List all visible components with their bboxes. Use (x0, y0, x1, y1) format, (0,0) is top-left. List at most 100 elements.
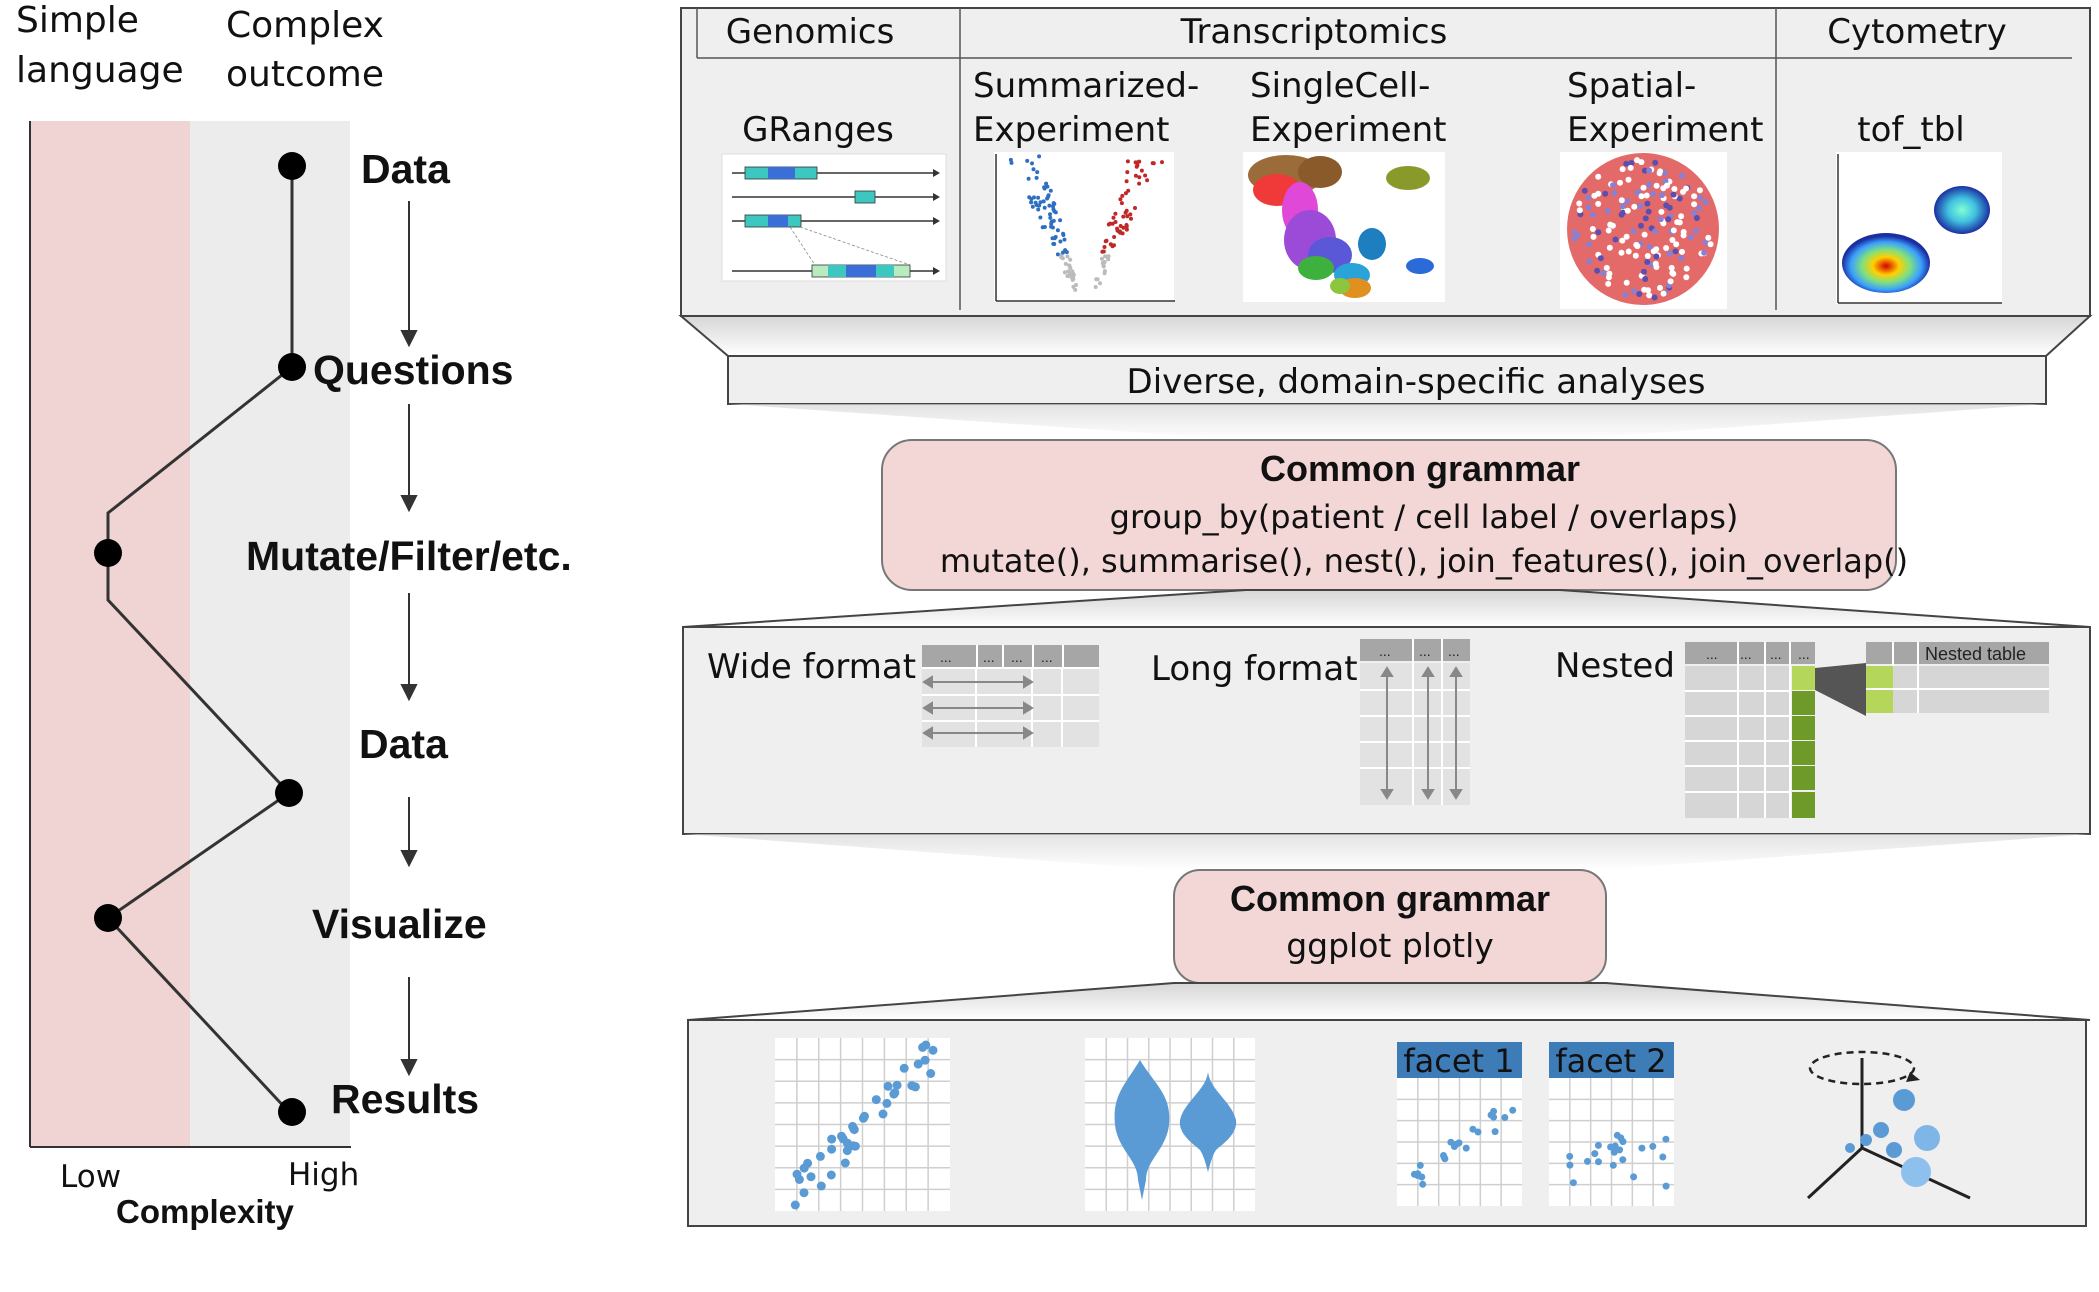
volcano-point (1120, 193, 1125, 198)
scatter-point (899, 1063, 909, 1073)
step-dot-questions (278, 353, 306, 381)
spatial-spot (1667, 278, 1674, 285)
volcano-point (1160, 160, 1164, 165)
volcano-point (1061, 231, 1066, 236)
wide-format-table: ... ... ... ... (922, 645, 1099, 747)
volcano-point (1030, 161, 1034, 166)
spatial-spot (1622, 291, 1629, 298)
scatter-point (890, 1088, 900, 1098)
spatial-spot (1642, 276, 1649, 282)
spatial-spot (1644, 253, 1651, 259)
scatter-point (871, 1095, 881, 1105)
spatial-spot (1707, 241, 1714, 248)
volcano-point (1045, 184, 1050, 189)
facet-1-point (1501, 1114, 1509, 1121)
spatial-spot (1674, 219, 1681, 226)
volcano-point (1121, 214, 1126, 219)
step-results: Results (331, 1076, 479, 1122)
spatial-spot (1701, 249, 1708, 256)
spatial-spot (1574, 232, 1581, 239)
volcano-point (1112, 235, 1117, 239)
scatter-point (878, 1109, 888, 1119)
volcano-point (1095, 277, 1100, 282)
spatial-spot (1641, 268, 1647, 275)
spatial-spot (1693, 215, 1700, 221)
volcano-point (1121, 225, 1126, 230)
grammar-1-line-1: group_by(patient / cell label / overlaps… (1110, 498, 1739, 536)
step-mutate-filter: Mutate/Filter/etc. (246, 533, 572, 579)
spatial-spot (1618, 211, 1625, 218)
spatial-spot (1645, 287, 1651, 294)
volcano-point (1033, 200, 1038, 205)
volcano-point (1063, 248, 1068, 253)
spatial-spot (1609, 222, 1616, 229)
spatial-thumbnail (1560, 152, 1727, 309)
spatial-spot (1618, 249, 1625, 256)
spatial-spot (1691, 193, 1698, 200)
nested-table: ... ... ... ... Nested table (1685, 642, 2049, 818)
facet-2-point (1619, 1138, 1627, 1146)
summarized-experiment-label: Summarized- Experiment (973, 66, 1210, 150)
facet-2-point (1649, 1142, 1657, 1150)
volcano-point (1036, 207, 1041, 212)
spatial-spot (1697, 194, 1704, 201)
volcano-point (1042, 205, 1047, 210)
spatial-spot (1660, 290, 1667, 297)
spatial-spot (1671, 186, 1678, 192)
volcano-point (1123, 210, 1128, 215)
scatter-point (892, 1080, 902, 1090)
spatial-spot (1691, 210, 1697, 217)
facet-1-point (1462, 1144, 1470, 1152)
volcano-point (1102, 260, 1107, 264)
volcano-point (1048, 188, 1053, 193)
volcano-point (1074, 283, 1078, 287)
volcano-point (1034, 175, 1039, 180)
scatter-point (848, 1141, 858, 1151)
volcano-point (1030, 204, 1035, 209)
spatial-spot (1625, 248, 1632, 255)
nested-table-header: Nested table (1925, 644, 2026, 664)
spatial-spot (1702, 199, 1709, 205)
spatial-spot (1696, 187, 1703, 194)
volcano-point (1031, 167, 1036, 172)
facet-1-point (1469, 1125, 1477, 1133)
scatter-point (837, 1131, 846, 1141)
volcano-point (1108, 242, 1113, 247)
step-dot-results (278, 1098, 306, 1126)
facet-1-point (1491, 1128, 1499, 1136)
spatial-spot (1617, 179, 1623, 186)
volcano-point (1047, 203, 1052, 208)
spatial-spot (1657, 168, 1664, 175)
scatter-point (826, 1170, 836, 1180)
scatter-point (883, 1081, 893, 1091)
facet-1-point (1474, 1128, 1482, 1136)
volcano-point (1098, 281, 1102, 286)
top-funnel (678, 315, 2093, 357)
volcano-point (1029, 197, 1034, 201)
spatial-spot (1668, 264, 1675, 271)
step-dot-data-2 (275, 779, 303, 807)
facet-2-point (1630, 1173, 1638, 1181)
spatial-spot (1673, 241, 1680, 248)
facet-2-panel: facet 2 (1549, 1042, 1674, 1206)
spatial-spot (1641, 167, 1648, 174)
volcano-point (1139, 168, 1144, 173)
3d-plot-thumbnail (1806, 1050, 1971, 1200)
facet-2-label: facet 2 (1555, 1042, 1666, 1080)
volcano-point (1052, 242, 1057, 246)
spatial-spot (1634, 243, 1641, 250)
spatial-spot (1586, 241, 1593, 248)
step-data: Data (361, 146, 451, 192)
spatial-spot (1604, 208, 1611, 214)
scatter-point (827, 1134, 837, 1144)
spatial-spot (1665, 216, 1672, 223)
scatter-point (920, 1055, 930, 1065)
facet-2-point (1566, 1152, 1574, 1160)
spatial-spot (1618, 197, 1625, 204)
volcano-point (1038, 215, 1043, 220)
spatial-spot (1678, 255, 1684, 262)
volcano-point (1124, 179, 1129, 184)
diverse-analyses-label: Diverse, domain-specific analyses (1127, 362, 1706, 402)
common-grammar-box-1: Common grammar group_by(patient / cell l… (881, 439, 1908, 591)
facet-2-point (1584, 1157, 1591, 1165)
